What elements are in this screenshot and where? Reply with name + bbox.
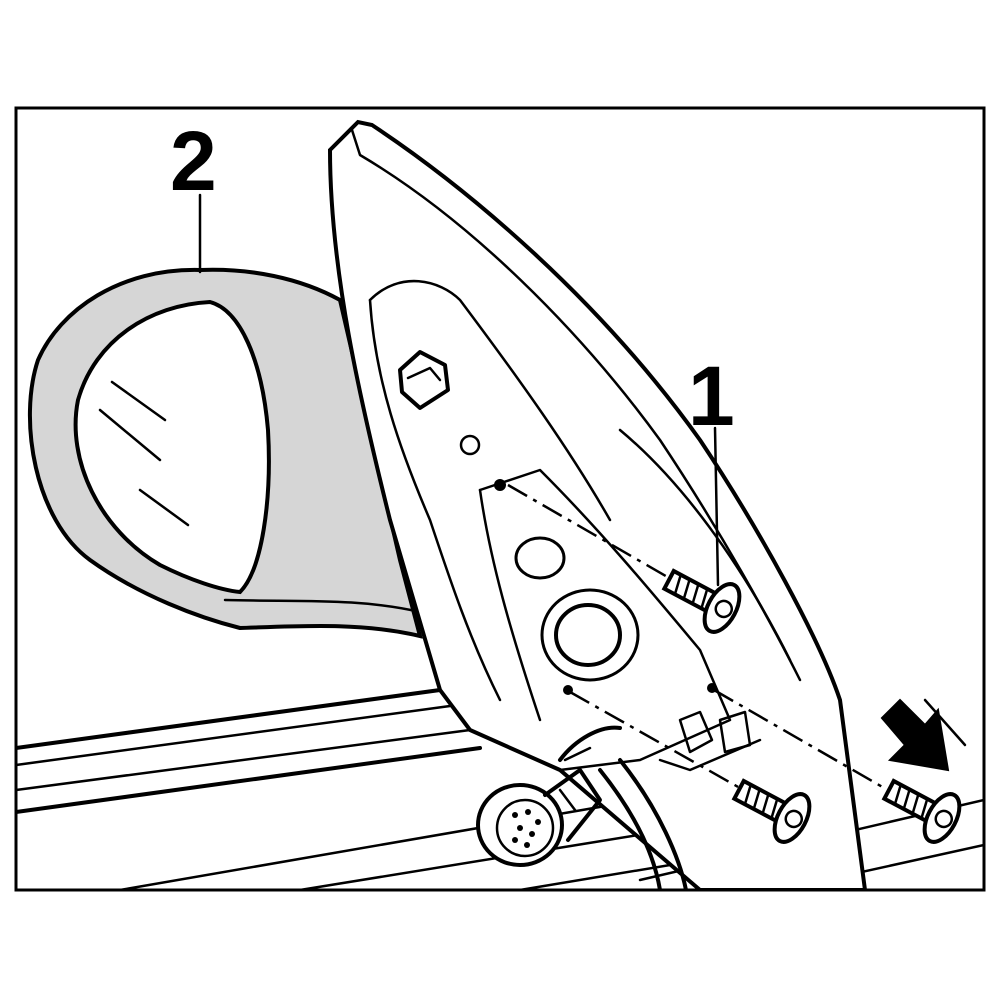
bolt-icon	[661, 568, 962, 844]
callout-1-leader	[713, 426, 720, 587]
callout-2-label: 2	[170, 114, 217, 208]
alignment-lines	[507, 483, 906, 807]
mirror-glass	[73, 299, 271, 595]
mirror-base	[327, 119, 868, 890]
wiring-harness	[558, 725, 688, 890]
mirror-housing	[27, 267, 423, 639]
arrow-icon	[880, 698, 967, 772]
connector-icon	[476, 746, 602, 867]
callout-1-label: 1	[688, 349, 735, 443]
